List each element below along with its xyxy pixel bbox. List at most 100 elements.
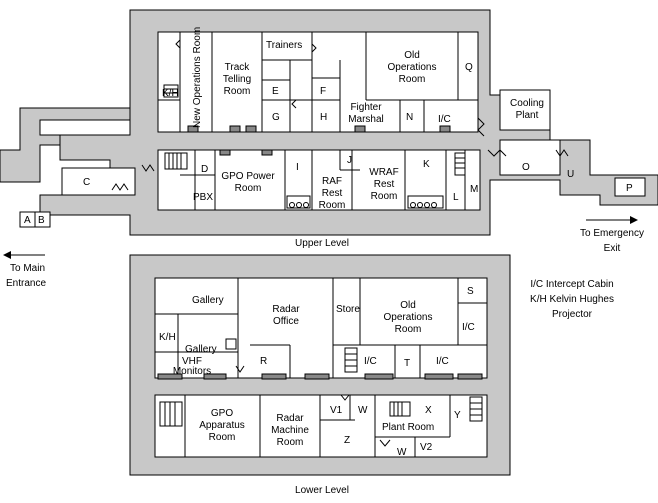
lower-level-caption: Lower Level (295, 485, 349, 496)
room-b-block (34, 211, 51, 228)
label-lower-ic-a: I/C (364, 356, 377, 367)
entrance-tunnel (0, 107, 131, 183)
label-room-o: O (522, 162, 530, 173)
exit-emergency-line-1: To Emergency (580, 228, 644, 239)
label-room-w-top: W (358, 405, 368, 416)
label-gallery-mid: Gallery (185, 344, 217, 355)
label-room-r: R (260, 356, 267, 367)
label-radar-machine-1: Radar (276, 413, 304, 424)
lower-room-labels: Gallery Radar Office Store Old Operation… (159, 286, 475, 458)
legend-line-1: I/C Intercept Cabin (530, 279, 613, 290)
label-old-ops-lower-1: Old (400, 300, 416, 311)
lower-stairs (159, 338, 483, 427)
label-room-i: I (296, 162, 299, 173)
label-raf-rest-1: RAF (322, 176, 342, 187)
label-plant-room: Plant Room (382, 422, 434, 433)
label-lower-ic-b: I/C (436, 356, 449, 367)
lower-partitions (155, 278, 487, 457)
upper-stairs (163, 84, 466, 176)
label-room-b: B (38, 215, 45, 226)
label-room-j: J (347, 155, 352, 166)
label-radar-machine-3: Room (277, 437, 304, 448)
label-gpo-apparatus-1: GPO (211, 408, 233, 419)
label-store: Store (336, 304, 360, 315)
upper-blast-doors (111, 39, 569, 191)
lower-inner-bottom (154, 394, 488, 458)
arrowhead-left-icon (3, 251, 11, 259)
label-upper-kh: K/H (162, 88, 179, 99)
exit-main-line-1: To Main (10, 263, 45, 274)
upper-level-caption: Upper Level (295, 238, 349, 249)
label-radar-office-1: Radar (272, 304, 300, 315)
label-old-ops-lower-3: Room (395, 324, 422, 335)
legend-line-3: Projector (552, 309, 593, 320)
label-wraf-rest-3: Room (371, 191, 398, 202)
label-room-v2: V2 (420, 442, 433, 453)
label-radar-machine-2: Machine (271, 425, 309, 436)
label-old-ops-upper-3: Room (399, 74, 426, 85)
label-gallery-top: Gallery (192, 295, 224, 306)
label-gpo-power-1: GPO Power (221, 171, 275, 182)
label-track-telling-1: Track (225, 62, 251, 73)
label-room-a: A (24, 215, 31, 226)
legend-line-2: K/H Kelvin Hughes (530, 294, 614, 305)
label-room-m: M (470, 184, 478, 195)
label-room-t: T (404, 358, 410, 369)
label-gpo-apparatus-3: Room (209, 432, 236, 443)
label-vhf-2: Monitors (173, 366, 211, 377)
label-room-c: C (83, 177, 90, 188)
label-radar-office-2: Office (273, 316, 299, 327)
label-room-w-bottom: W (397, 447, 407, 458)
label-room-n: N (406, 112, 413, 123)
label-pbx: PBX (193, 192, 213, 203)
label-room-q: Q (465, 62, 473, 73)
cooling-block (499, 89, 551, 131)
label-room-k: K (423, 159, 430, 170)
label-old-ops-lower-2: Operations (384, 312, 433, 323)
upper-toilets (286, 195, 444, 209)
label-cooling-plant-2: Plant (516, 110, 539, 121)
exit-emergency: To Emergency Exit (580, 216, 644, 254)
label-trainers: Trainers (266, 40, 302, 51)
label-room-e: E (272, 86, 279, 97)
corridor-west (61, 167, 136, 196)
label-old-ops-upper-1: Old (404, 50, 420, 61)
label-wraf-rest-2: Rest (374, 179, 395, 190)
upper-corridor-block (157, 149, 481, 211)
label-room-g: G (272, 112, 280, 123)
label-room-h: H (320, 112, 327, 123)
label-lower-kh: K/H (159, 332, 176, 343)
arrowhead-right-icon (630, 216, 638, 224)
label-lower-ic-right: I/C (462, 322, 475, 333)
lower-inner-top (154, 277, 488, 379)
label-room-u: U (567, 169, 574, 180)
lower-level: Gallery Radar Office Store Old Operation… (129, 254, 511, 496)
upper-inner-block (157, 31, 479, 133)
label-room-f: F (320, 86, 326, 97)
label-new-operations-room: New Operations Room (192, 27, 203, 128)
label-room-y: Y (454, 410, 461, 421)
label-track-telling-3: Room (224, 86, 251, 97)
label-fighter-marshal-2: Marshal (348, 114, 384, 125)
exit-emergency-line-2: Exit (604, 243, 621, 254)
label-room-p: P (626, 183, 633, 194)
upper-doorways (187, 125, 451, 156)
label-wraf-rest-1: WRAF (369, 167, 398, 178)
label-room-d: D (201, 164, 208, 175)
label-gpo-apparatus-2: Apparatus (199, 420, 245, 431)
lower-blast-doors (235, 365, 391, 447)
label-fighter-marshal-1: Fighter (350, 102, 382, 113)
label-room-x: X (425, 405, 432, 416)
label-gpo-power-2: Room (235, 183, 262, 194)
label-raf-rest-3: Room (319, 200, 346, 211)
label-room-v1: V1 (330, 405, 343, 416)
label-track-telling-2: Telling (223, 74, 251, 85)
exit-main-line-2: Entrance (6, 278, 46, 289)
label-vhf-1: VHF (182, 356, 202, 367)
label-cooling-plant-1: Cooling (510, 98, 544, 109)
room-o-block (499, 139, 561, 176)
exit-main-entrance: To Main Entrance (3, 251, 46, 289)
lower-doorways (157, 373, 483, 380)
upper-level: K/H New Operations Room Track Telling Ro… (0, 9, 658, 249)
